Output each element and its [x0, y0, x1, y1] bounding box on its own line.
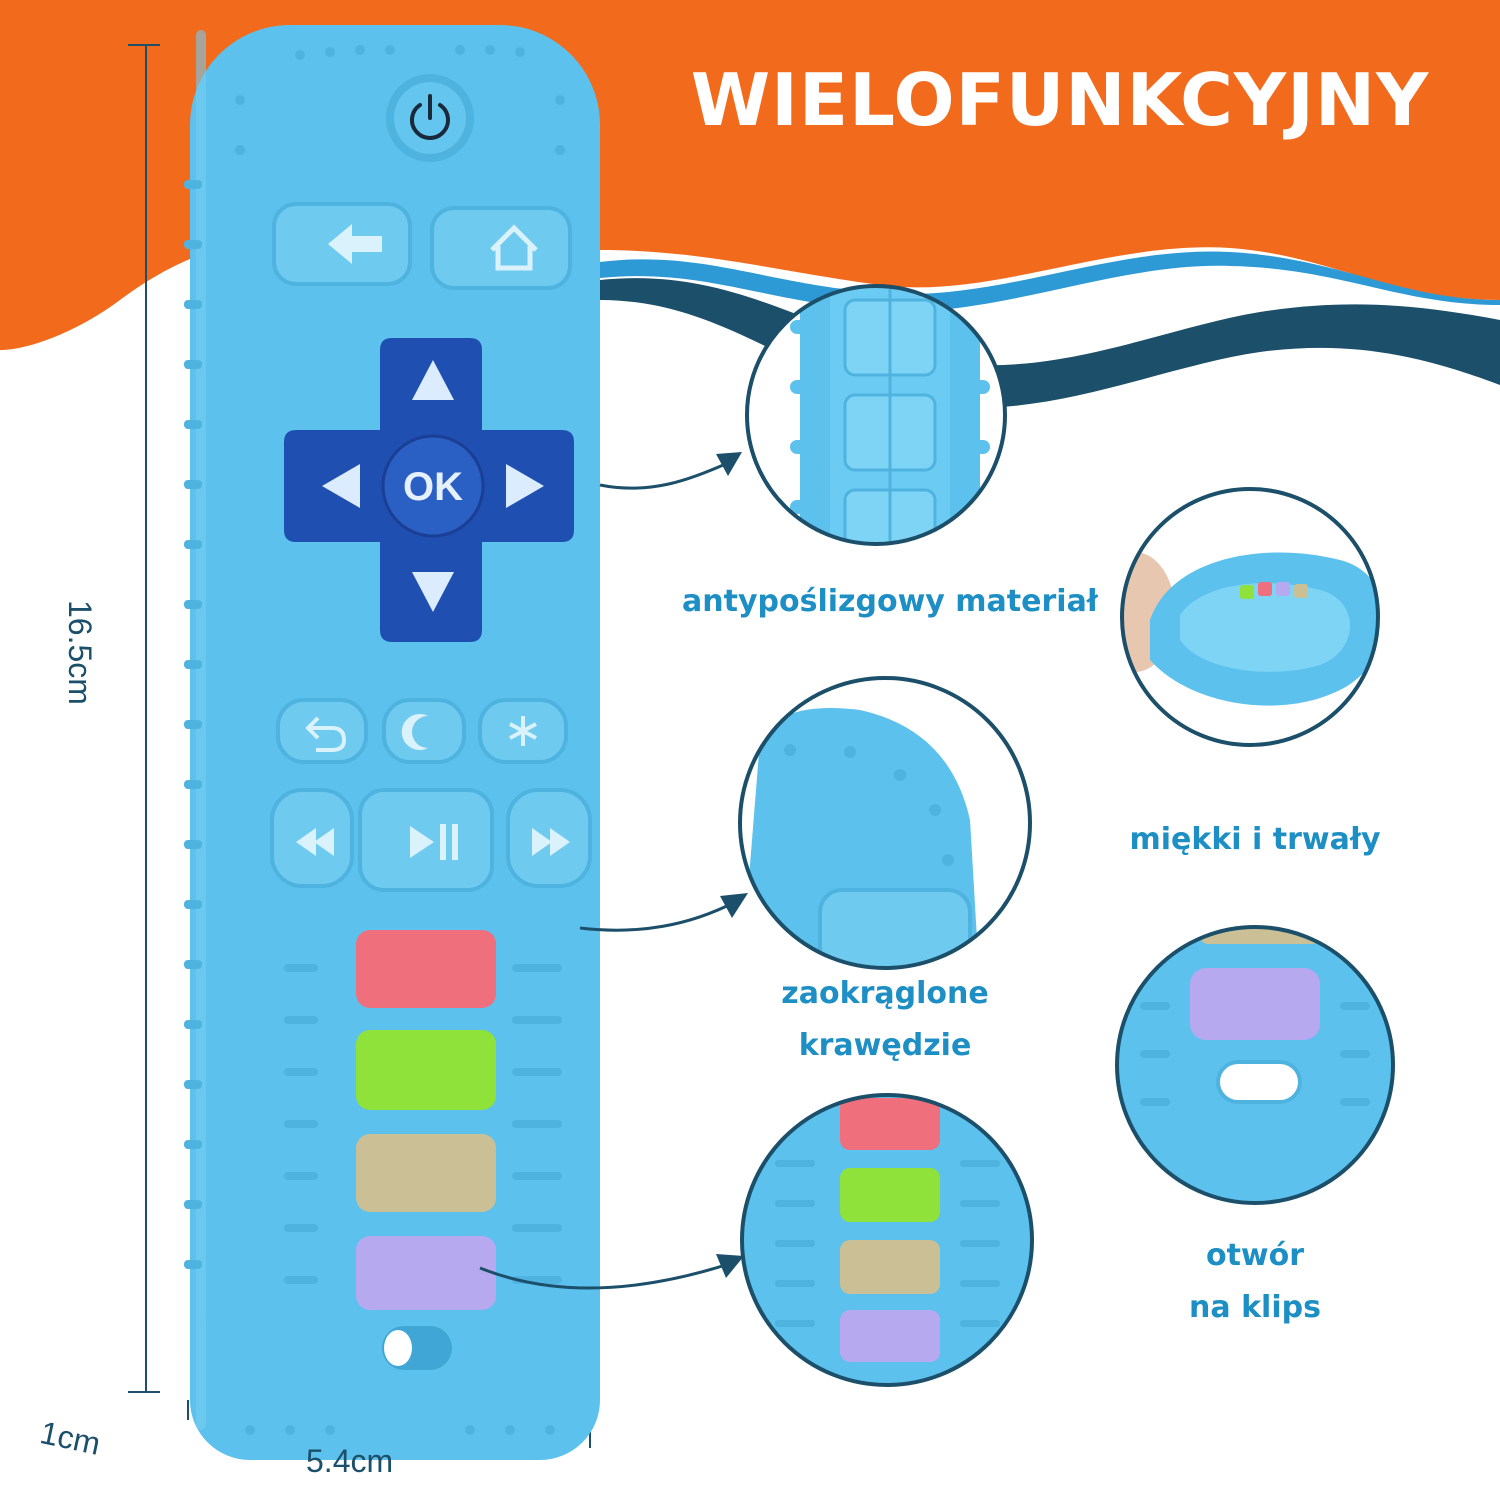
remote-side-ridges	[184, 180, 202, 1269]
feature-rounded-edges-line1: zaokrąglone	[781, 976, 989, 1011]
green-button	[356, 1030, 496, 1110]
rewind-button	[270, 788, 354, 888]
power-icon	[410, 103, 450, 140]
ok-label: OK	[403, 465, 463, 509]
height-label: 16.5cm	[62, 600, 98, 705]
home-icon	[490, 224, 538, 271]
down-arrow-icon	[412, 572, 454, 612]
fast-forward-icon	[532, 828, 552, 856]
moon-button	[382, 698, 466, 764]
back-button	[272, 202, 412, 286]
back-arrow-icon	[328, 224, 382, 264]
width-label: 5.4cm	[306, 1443, 394, 1479]
moon-icon	[401, 714, 428, 751]
undo-icon	[305, 716, 347, 752]
feature-soft-durable: miękki i trwały	[1110, 814, 1400, 866]
detail-clip-hole	[1115, 925, 1395, 1205]
detail-soft-durable	[1120, 487, 1380, 747]
rewind-icon	[296, 828, 316, 856]
red-button	[356, 930, 496, 1008]
d-pad	[284, 338, 574, 642]
fast-forward-button	[506, 788, 592, 888]
feature-rounded-edges-line2: krawędzie	[798, 1028, 972, 1063]
height-dimension-line	[128, 44, 160, 1393]
right-arrow-icon	[506, 464, 544, 508]
feature-clip-hole: otwór na klips	[1140, 1230, 1370, 1334]
remote-dash-texture	[284, 964, 562, 1284]
left-arrow-icon	[322, 464, 360, 508]
headline: WIELOFUNKCYJNY	[690, 58, 1430, 142]
star-button	[478, 698, 568, 764]
detail-color-buttons	[740, 1093, 1034, 1387]
play-pause-button	[358, 788, 494, 892]
home-button	[430, 206, 572, 290]
arrow-heads	[716, 452, 748, 1278]
undo-button	[276, 698, 368, 764]
detail-rounded-edges	[738, 676, 1032, 970]
asterisk-icon	[509, 716, 537, 746]
clip-hole	[382, 1326, 452, 1370]
power-button	[386, 74, 474, 162]
tan-button	[356, 1134, 496, 1212]
lilac-button	[356, 1236, 496, 1310]
feature-soft-durable-label: miękki i trwały	[1129, 822, 1381, 857]
feature-anti-slip-label: antypoślizgowy materiał	[682, 584, 1098, 619]
feature-clip-hole-line2: na klips	[1189, 1290, 1321, 1325]
feature-anti-slip: antypoślizgowy materiał	[660, 576, 1120, 628]
feature-rounded-edges: zaokrąglone krawędzie	[745, 968, 1025, 1072]
detail-anti-slip	[745, 284, 1007, 546]
connector-arrows	[479, 460, 736, 1290]
feature-clip-hole-line1: otwór	[1205, 1238, 1305, 1273]
up-arrow-icon	[412, 360, 454, 400]
play-pause-icon	[410, 826, 434, 858]
remote-dot-texture	[235, 45, 565, 1435]
